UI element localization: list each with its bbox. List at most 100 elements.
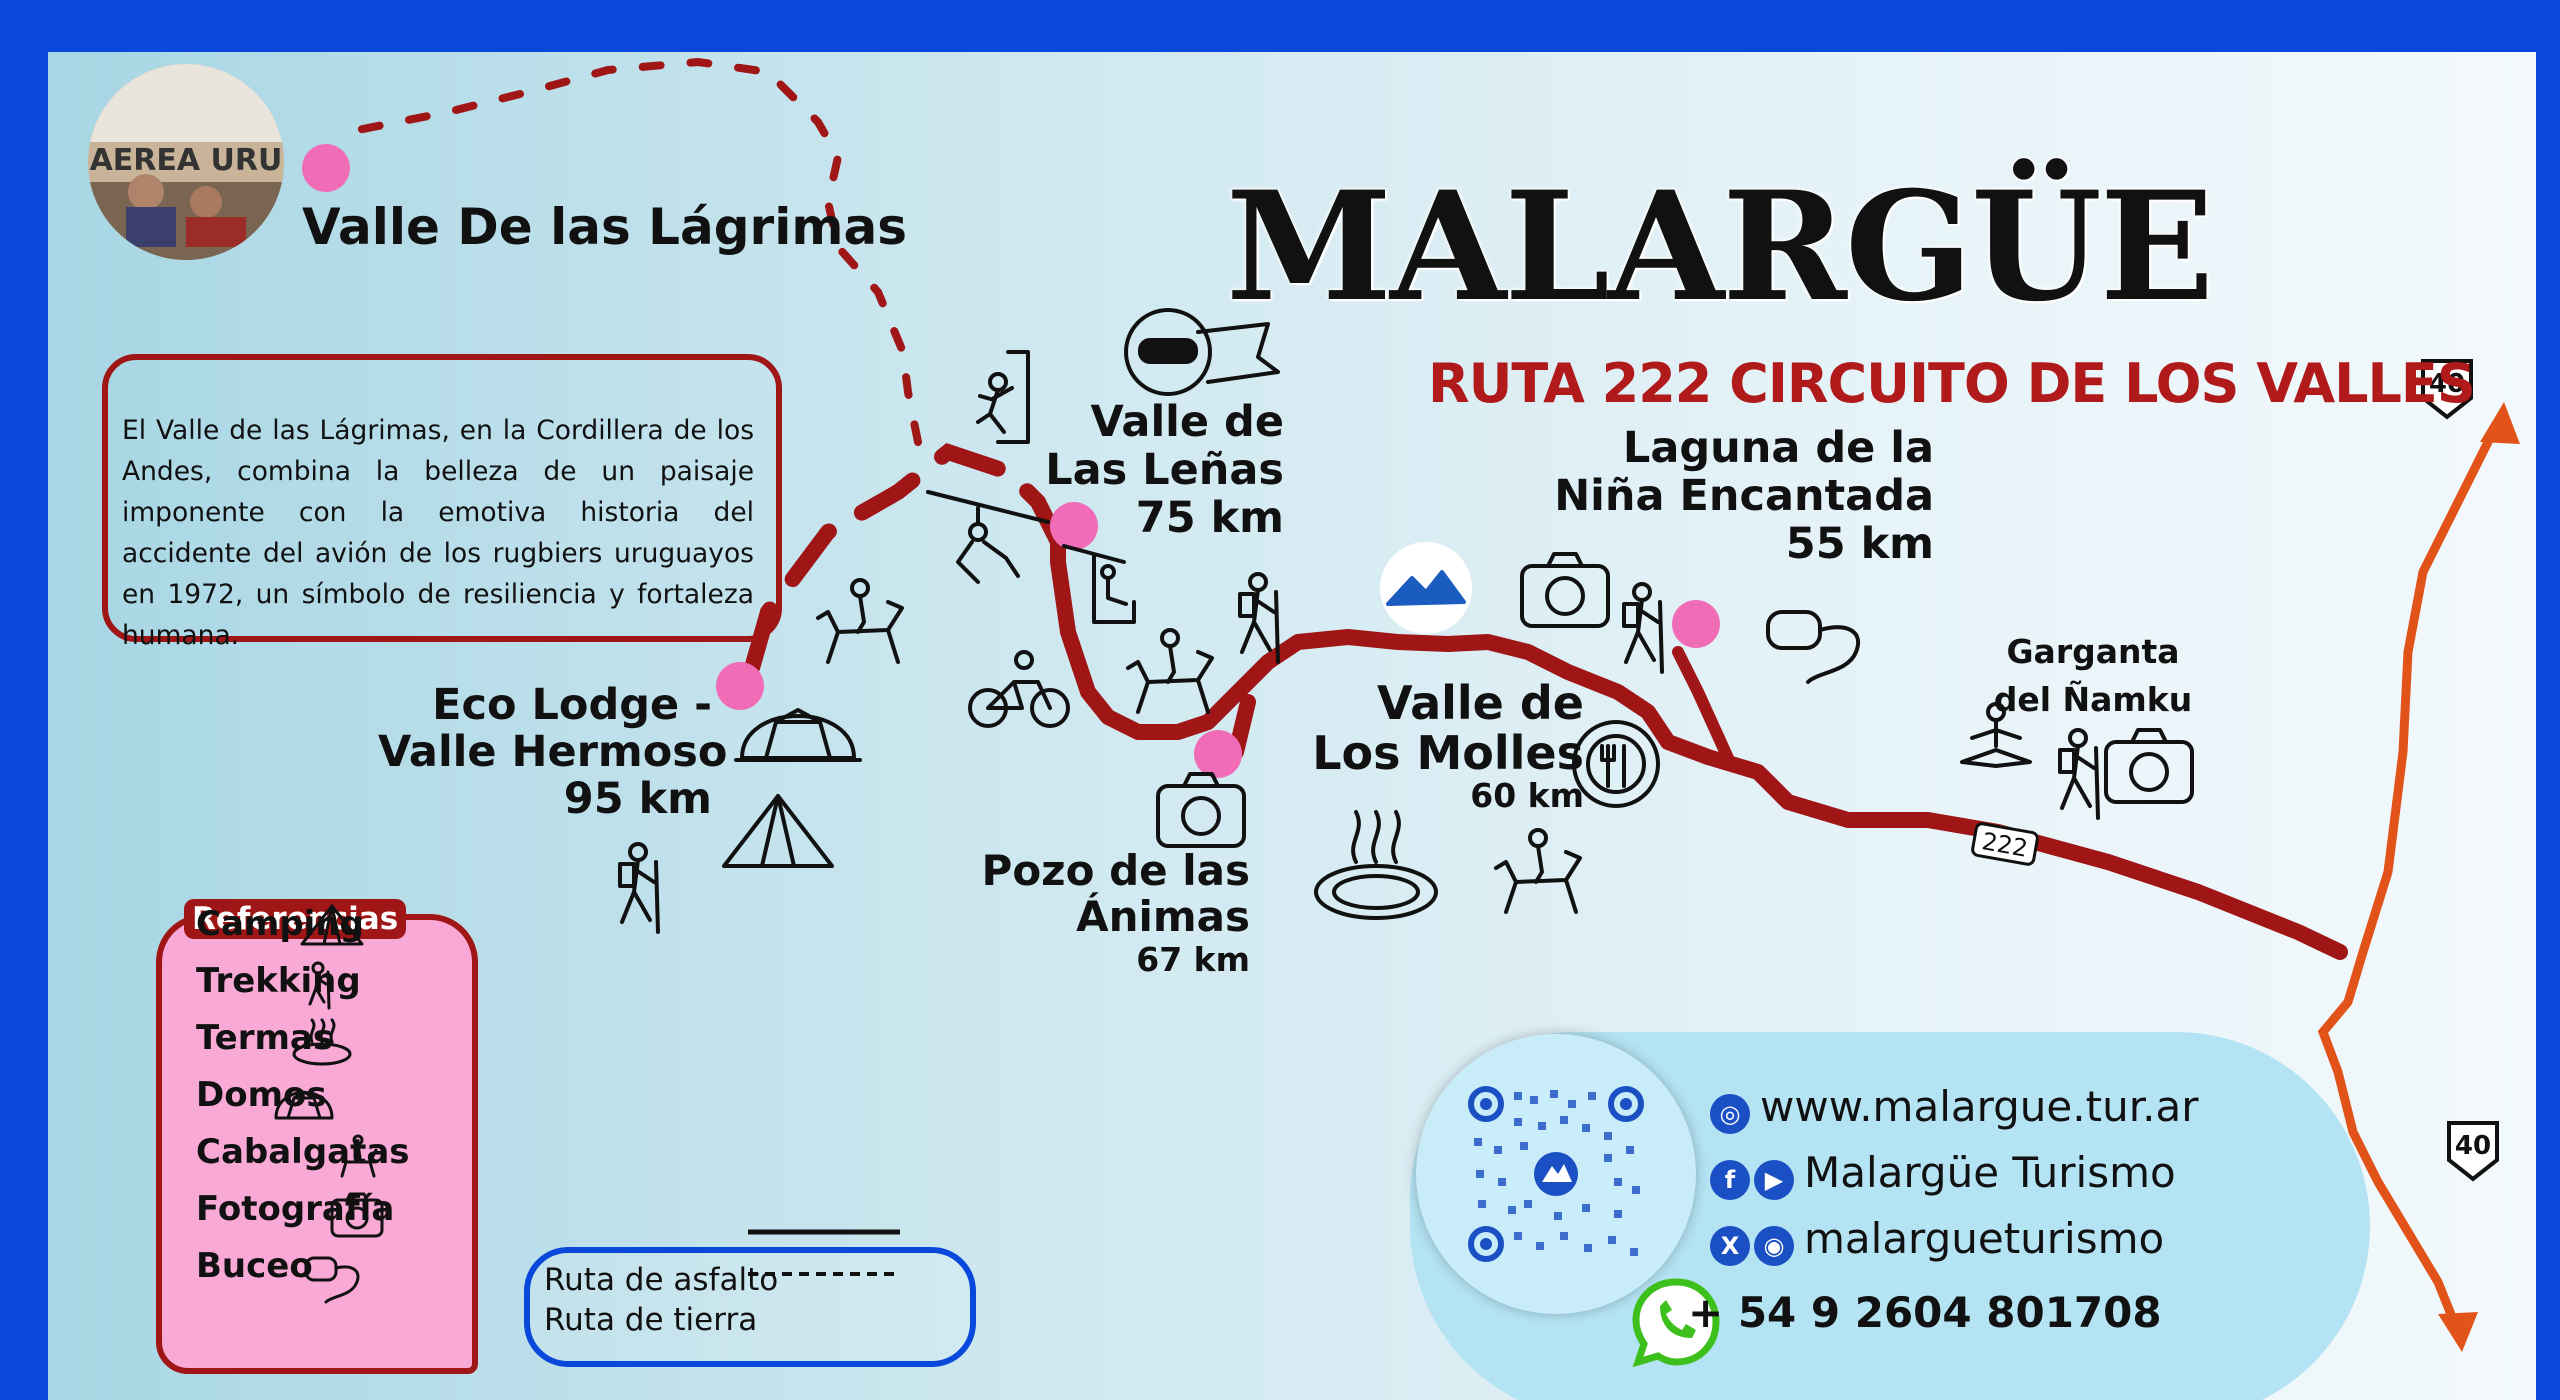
camera-icon-garganta <box>2104 728 2194 804</box>
references-title: Referencias <box>184 899 407 939</box>
road-legend <box>524 1247 976 1367</box>
ruta-40-shield-south: 40 <box>2447 1121 2499 1182</box>
qr-code-icon[interactable] <box>1464 1082 1648 1266</box>
ruta-40-line <box>2317 419 2503 1334</box>
hiker-icon-4 <box>618 842 660 934</box>
hiker-icon <box>1238 572 1280 664</box>
ref-camera-icon <box>330 1192 384 1238</box>
lagrimas-photo: AEREA URU <box>88 64 284 260</box>
social-handle[interactable]: malargueturismo <box>1804 1214 2165 1263</box>
eco-lodge-line1: Eco Lodge - <box>432 680 712 730</box>
horse-rider-icon <box>816 578 904 664</box>
label-laguna: Laguna de la Niña Encantada 55 km <box>1468 424 1934 568</box>
camera-icon-laguna <box>1520 552 1610 628</box>
ref-hot-spring-icon <box>292 1018 352 1066</box>
ruta-40-arrow-north <box>2480 402 2520 444</box>
ref-trekking: Trekking <box>196 961 361 1001</box>
ref-horse-rider-icon <box>340 1134 378 1178</box>
horse-rider-icon-2 <box>1126 628 1214 714</box>
page-title: MALARGÜE <box>1226 159 2214 335</box>
ref-buceo-label: Buceo <box>196 1246 313 1286</box>
label-pozo: Pozo de las Ánimas 67 km <box>928 848 1250 980</box>
icons-layer <box>618 308 2194 934</box>
pozo-line1: Pozo de las <box>981 846 1250 895</box>
ruta-dirt-lagrimas <box>344 57 922 446</box>
restaurant-icon <box>1572 720 1660 808</box>
ski-mascot-icon <box>1124 308 1280 396</box>
los-molles-line1: Valle de <box>1377 676 1584 730</box>
pozo-distance: 67 km <box>1136 940 1250 979</box>
website-link[interactable]: www.malargue.tur.ar <box>1760 1082 2199 1131</box>
lagrimas-heading: Valle De las Lágrimas <box>302 198 907 256</box>
facebook-icon[interactable]: f <box>1710 1160 1750 1200</box>
ruta-dirt-eco-lodge <box>740 443 1066 690</box>
las-lenas-line1: Valle de <box>1090 397 1285 447</box>
ref-domos: Domos <box>196 1075 327 1115</box>
chairlift-icon <box>1062 544 1136 624</box>
ref-trekking-label: Trekking <box>196 961 361 1001</box>
legend-lines <box>748 1229 900 1276</box>
ruta-40-arrow-south <box>2438 1312 2478 1352</box>
whatsapp-icon[interactable] <box>1630 1276 1722 1368</box>
laguna-line1: Laguna de la <box>1622 423 1934 473</box>
references-icons <box>274 904 384 1304</box>
camera-icon-pozo <box>1156 772 1246 848</box>
hot-spring-icon <box>1314 810 1438 920</box>
zipline-icon <box>926 490 1050 584</box>
eco-lodge-line2: Valle Hermoso <box>378 727 728 777</box>
ref-diving-mask-icon <box>304 1256 360 1304</box>
label-eco-lodge: Eco Lodge - Valle Hermoso 95 km <box>378 680 728 824</box>
pin-lagrimas <box>302 144 350 192</box>
tourist-map: 40 40 222 MALARGÜE RUTA 222 CIRCUITO DE … <box>48 52 2536 1400</box>
ref-buceo: Buceo <box>196 1246 313 1286</box>
los-molles-distance: 60 km <box>1470 776 1584 815</box>
ref-dome-icon <box>274 1090 334 1120</box>
youtube-icon[interactable]: ▶ <box>1754 1160 1794 1200</box>
instagram-icon[interactable]: ◉ <box>1754 1226 1794 1266</box>
pozo-line2: Ánimas <box>1076 892 1250 941</box>
las-lenas-line2: Las Leñas <box>1045 445 1284 495</box>
tent-icon <box>722 794 834 868</box>
climbing-icon <box>976 350 1030 444</box>
diving-mask-icon <box>1766 610 1860 684</box>
phone-number[interactable]: + 54 9 2604 801708 <box>1688 1288 2162 1337</box>
eco-lodge-distance: 95 km <box>563 774 712 824</box>
routes-layer <box>344 57 2520 1352</box>
legend-dirt-label: Ruta de tierra <box>544 1302 758 1338</box>
los-molles-line2: Los Molles <box>1312 726 1584 780</box>
legend-asphalt-label: Ruta de asfalto <box>544 1262 779 1298</box>
las-lenas-distance: 75 km <box>1135 493 1284 543</box>
ruta-40-south-label: 40 <box>2455 1131 2491 1161</box>
ruta-laguna-branch <box>1672 646 1734 764</box>
pin-pozo <box>1194 730 1242 778</box>
horse-rider-icon-3 <box>1494 828 1582 914</box>
meditation-icon <box>1960 702 2032 768</box>
page-subtitle: RUTA 222 CIRCUITO DE LOS VALLES <box>1428 352 2476 415</box>
dome-icon <box>734 708 862 762</box>
ref-hiker-icon <box>308 961 331 1010</box>
lagrimas-description: El Valle de las Lágrimas, en la Cordille… <box>102 354 782 651</box>
photo-fuselage-text: AEREA URU <box>90 143 283 178</box>
laguna-line2: Niña Encantada <box>1554 471 1934 521</box>
pin-las-lenas <box>1050 502 1098 550</box>
pin-eco-lodge <box>716 662 764 710</box>
garganta-line1: Garganta <box>2006 632 2180 671</box>
garganta-line2: del Ñamku <box>1993 680 2193 719</box>
ruta-222-sign: 222 <box>1971 822 2039 866</box>
label-los-molles: Valle de Los Molles 60 km <box>1218 678 1584 814</box>
ref-domos-label: Domos <box>196 1075 327 1115</box>
molles-logo-icon <box>1380 542 1472 634</box>
x-twitter-icon[interactable]: X <box>1710 1226 1750 1266</box>
globe-icon: ◎ <box>1710 1094 1750 1134</box>
social-name[interactable]: Malargüe Turismo <box>1804 1148 2176 1197</box>
ruta-40-shield-north: 40 <box>2421 359 2473 420</box>
ref-tent-icon <box>300 904 364 946</box>
label-las-lenas: Valle de Las Leñas 75 km <box>988 398 1284 542</box>
label-garganta: Garganta del Ñamku <box>1968 628 2218 724</box>
pin-laguna <box>1672 600 1720 648</box>
bicycle-icon <box>968 650 1070 728</box>
hiker-icon-2 <box>1622 582 1664 674</box>
laguna-distance: 55 km <box>1785 519 1934 569</box>
ruta-40-north-label: 40 <box>2429 369 2465 399</box>
ruta-222-asphalt <box>1050 534 2348 960</box>
